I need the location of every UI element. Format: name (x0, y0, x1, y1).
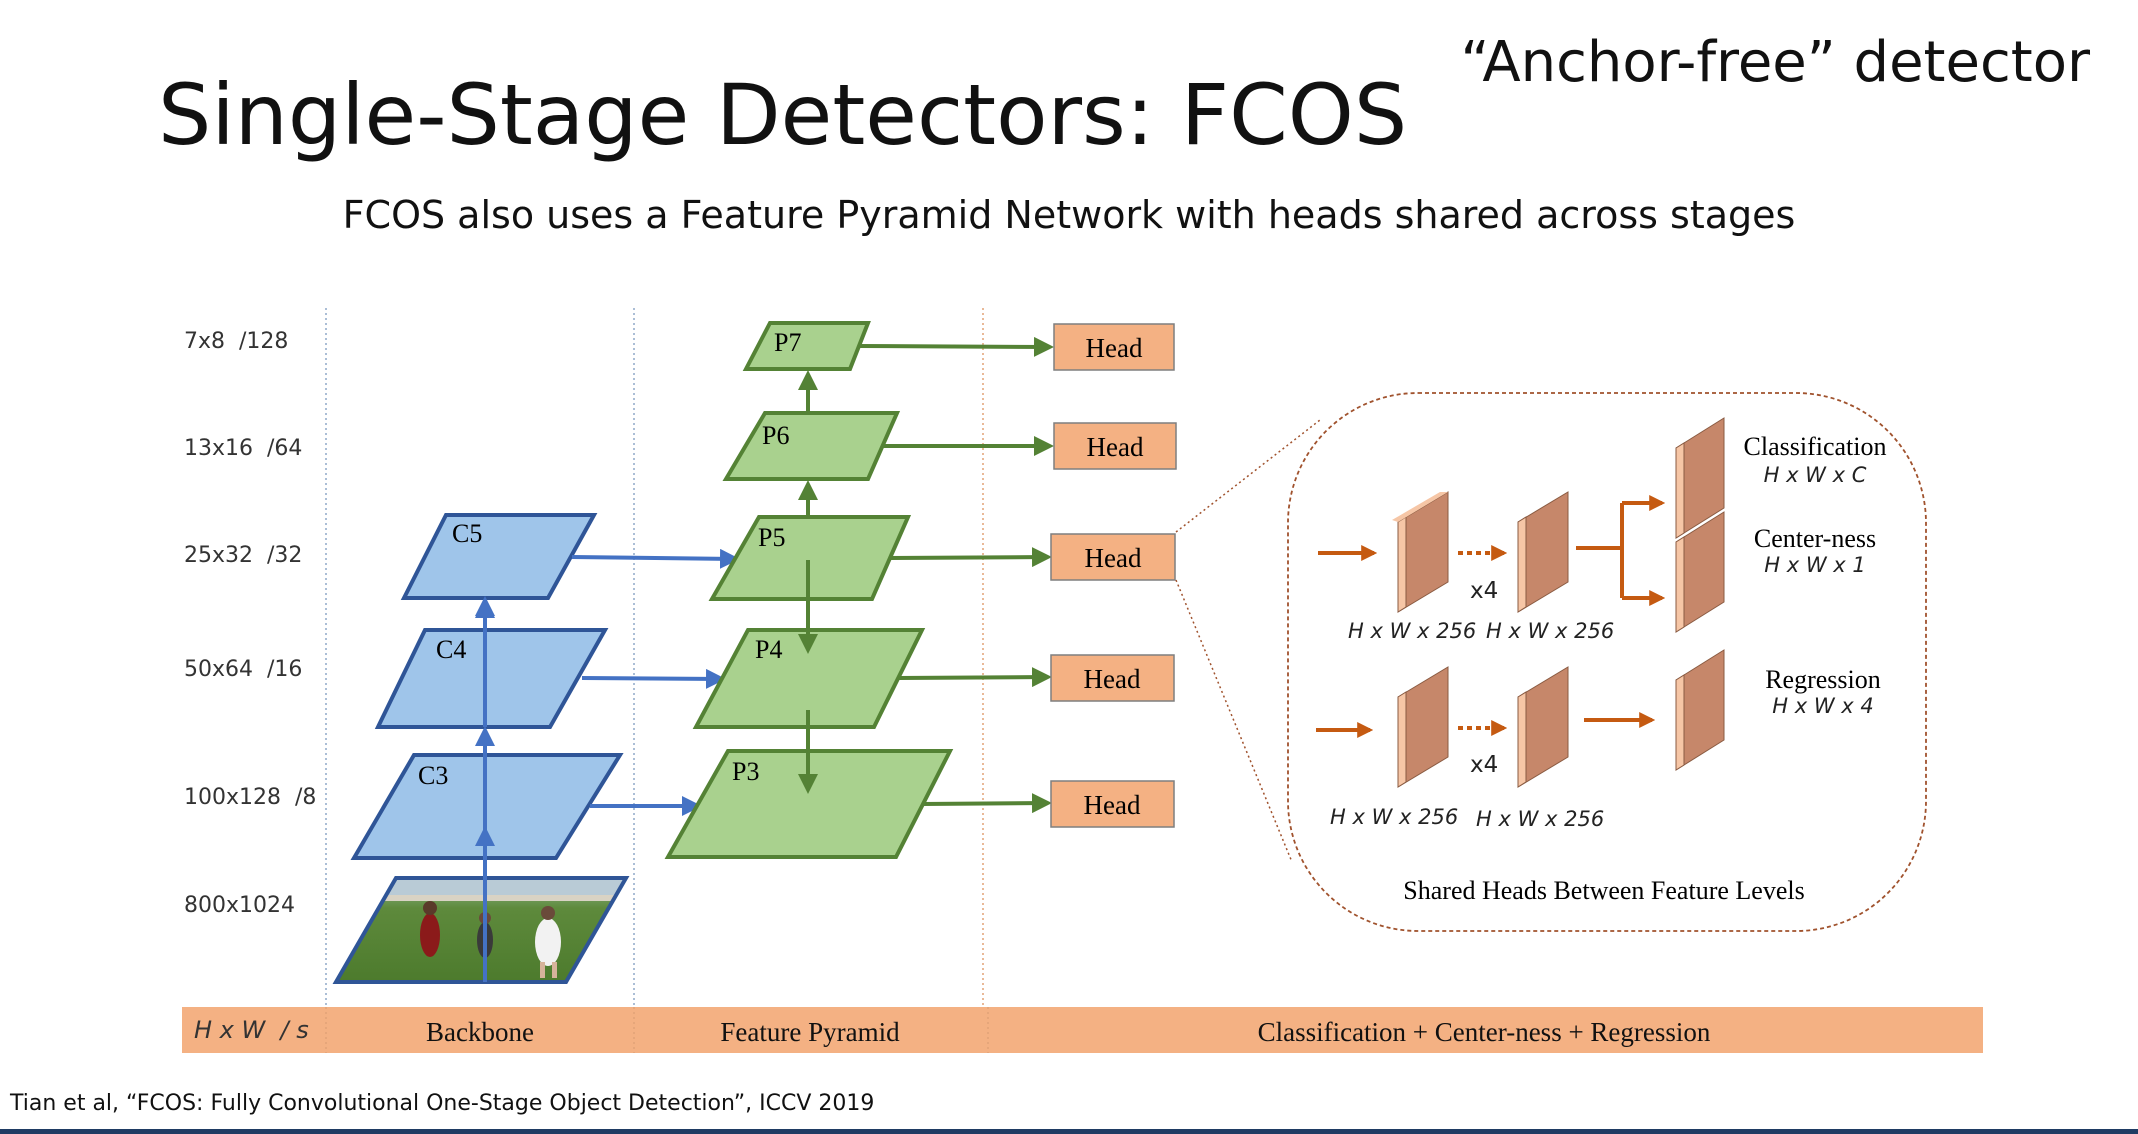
scale-labels: 7x8 /128 13x16 /64 25x32 /32 50x64 /16 1… (184, 329, 316, 918)
band-section-feature-pyramid: Feature Pyramid (720, 1017, 900, 1047)
pyramid-p6-plane (722, 411, 901, 481)
classification-output-feature (1675, 417, 1725, 539)
backbone-c4-label: C4 (436, 635, 466, 664)
input-image (332, 876, 630, 984)
centerness-label: Center-ness (1754, 524, 1876, 553)
pyramid-p7-plane (742, 321, 871, 371)
soccer-photo-icon (336, 878, 626, 982)
backbone-c5-label: C5 (452, 519, 482, 548)
backbone-c5-plane (400, 513, 598, 600)
head-box-p4-label: Head (1084, 664, 1141, 694)
pyramid-p4-label: P4 (755, 635, 782, 664)
feature-pyramid: P7 P6 P5 P4 P3 (664, 321, 1054, 859)
regression-dims: H x W x 4 (1772, 694, 1873, 718)
top-branch-input-dims: H x W x 256 (1348, 619, 1476, 643)
band-section-head-tasks: Classification + Center-ness + Regressio… (1258, 1017, 1711, 1047)
regression-label: Regression (1765, 665, 1881, 694)
centerness-dims: H x W x 1 (1764, 553, 1865, 577)
top-branch-input-feature (1392, 491, 1449, 613)
head-box-p5 (1050, 533, 1176, 581)
pyramid-p7-label: P7 (774, 328, 801, 357)
backbone-c3-label: C3 (418, 761, 448, 790)
slide-title: Single-Stage Detectors: FCOS (158, 66, 1408, 164)
classification-label: Classification (1744, 432, 1887, 461)
backbone-c4-plane (374, 628, 609, 729)
head-box-p7 (1053, 323, 1175, 371)
slide-subtitle: FCOS also uses a Feature Pyramid Network… (342, 193, 1796, 237)
head-box-p4 (1050, 654, 1175, 702)
pyramid-p3-label: P3 (732, 757, 759, 786)
scale-label-p3: 100x128 /8 (184, 785, 316, 810)
head-box-p3 (1050, 780, 1175, 828)
head-box-p6-label: Head (1087, 432, 1144, 462)
centerness-output-feature (1675, 511, 1725, 633)
scale-label-p4: 50x64 /16 (184, 657, 302, 682)
head-box-p7-label: Head (1086, 333, 1143, 363)
head-box-p5-label: Head (1085, 543, 1142, 573)
head-box-p3-label: Head (1084, 790, 1141, 820)
bottom-branch-input-dims: H x W x 256 (1330, 805, 1458, 829)
pyramid-p4-plane (692, 628, 926, 729)
band-section-backbone: Backbone (426, 1017, 534, 1047)
shared-head-boundary (1287, 392, 1927, 932)
zoom-line-bottom (1175, 579, 1293, 863)
band-background (182, 1007, 1983, 1053)
anchor-free-tag: “Anchor-free” detector (1460, 30, 2090, 95)
scale-label-p6: 13x16 /64 (184, 436, 302, 461)
regression-output-feature (1675, 649, 1725, 771)
pyramid-p6-label: P6 (762, 421, 789, 450)
citation: Tian et al, “FCOS: Fully Convolutional O… (10, 1091, 875, 1116)
bottom-branch-tower-dims: H x W x 256 (1476, 807, 1604, 831)
scale-label-image: 800x1024 (184, 893, 295, 918)
band-header-hws: H x W / s (194, 1016, 309, 1044)
pyramid-p3-plane (664, 749, 954, 859)
backbone: C5 C4 C3 (350, 513, 740, 982)
scale-label-p5: 25x32 /32 (184, 543, 302, 568)
head-box-p6 (1053, 422, 1177, 470)
scale-label-p7: 7x8 /128 (184, 329, 288, 354)
top-branch-repeat: x4 (1470, 578, 1498, 604)
section-band: H x W / s Backbone Feature Pyramid Class… (182, 1007, 1983, 1053)
top-branch-tower-dims: H x W x 256 (1486, 619, 1614, 643)
bottom-branch-input-feature (1397, 666, 1449, 788)
pyramid-p5-label: P5 (758, 523, 785, 552)
bottom-branch-tower-feature (1517, 666, 1569, 788)
top-branch-tower-feature (1517, 491, 1569, 613)
head-boxes: Head Head Head Head Head (1050, 323, 1177, 828)
zoom-line-top (1175, 419, 1321, 533)
shared-head-detail: x4 H x W x 256 H x W x 256 Classificatio… (1287, 392, 1927, 932)
pyramid-p5-plane (708, 515, 912, 601)
classification-dims: H x W x C (1764, 463, 1867, 487)
bottom-rule (0, 1129, 2138, 1134)
shared-heads-caption: Shared Heads Between Feature Levels (1403, 876, 1804, 905)
bottom-branch-repeat: x4 (1470, 752, 1498, 778)
